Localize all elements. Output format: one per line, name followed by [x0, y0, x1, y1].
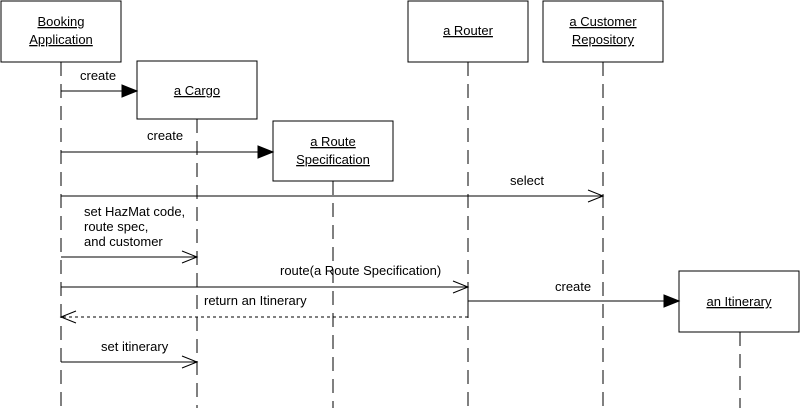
message-set-hazmat-line3: and customer — [84, 234, 163, 249]
message-create-itinerary-label: create — [555, 279, 591, 294]
message-set-itinerary: set itinerary — [61, 339, 199, 369]
message-route-label: route(a Route Specification) — [280, 263, 441, 278]
object-booking-application-line2: Application — [29, 32, 93, 47]
object-route-specification: a Route Specification — [272, 120, 394, 182]
message-set-itinerary-label: set itinerary — [101, 339, 169, 354]
object-cargo: a Cargo — [136, 60, 258, 120]
object-itinerary: an Itinerary — [678, 270, 800, 333]
object-route-specification-line1: a Route — [310, 134, 356, 149]
message-create-itinerary: create — [468, 279, 681, 308]
object-booking-application: Booking Application — [0, 0, 122, 63]
message-create-cargo: create — [61, 68, 139, 98]
message-create-cargo-label: create — [80, 68, 116, 83]
message-create-route-spec: create — [61, 128, 275, 159]
message-set-hazmat-line1: set HazMat code, — [84, 204, 185, 219]
object-booking-application-line1: Booking — [38, 14, 85, 29]
object-router-label: a Router — [443, 23, 494, 38]
object-cargo-label: a Cargo — [174, 83, 220, 98]
message-set-hazmat: set HazMat code, route spec, and custome… — [61, 204, 199, 264]
message-return-itinerary: return an Itinerary — [59, 287, 469, 324]
object-route-specification-line2: Specification — [296, 152, 370, 167]
message-select: select — [61, 173, 605, 203]
message-select-label: select — [510, 173, 544, 188]
object-router: a Router — [407, 0, 529, 63]
message-create-route-spec-label: create — [147, 128, 183, 143]
message-set-hazmat-line2: route spec, — [84, 219, 148, 234]
object-itinerary-label: an Itinerary — [706, 294, 772, 309]
object-customer-repository-line2: Repository — [572, 32, 635, 47]
object-customer-repository: a Customer Repository — [542, 0, 664, 63]
message-return-itinerary-label: return an Itinerary — [204, 293, 307, 308]
object-customer-repository-line1: a Customer — [569, 14, 637, 29]
message-route: route(a Route Specification) — [61, 263, 470, 294]
